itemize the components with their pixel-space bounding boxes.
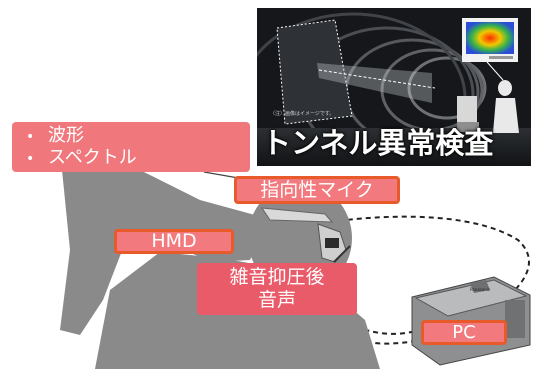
laptop-brand: Panasonic [470, 287, 490, 292]
callout-item-waveform: • 波形 [26, 125, 84, 148]
bullet-icon: • [26, 129, 35, 145]
noise-suppressed-audio-callout: 雑音抑圧後 音声 [197, 263, 357, 315]
pc-callout: PC [421, 320, 507, 345]
tunnel-photo [257, 8, 531, 166]
hmd-callout: HMD [114, 229, 234, 254]
spectrum-label: スペクトル [48, 147, 137, 168]
callout-item-spectrum: • スペクトル [26, 147, 137, 170]
hmd-label: HMD [151, 230, 197, 252]
directional-mic-label: 指向性マイク [260, 179, 374, 201]
waveform-label: 波形 [48, 125, 84, 146]
tunnel-caption: （注）画像はイメージです。 [270, 111, 335, 117]
tunnel-title: トンネル異常検査 [262, 126, 494, 160]
tunnel-scene [257, 8, 531, 166]
bullet-icon: • [26, 151, 35, 167]
waveform-spectrum-callout: • 波形 • スペクトル [12, 122, 250, 172]
noise-label-line1: 雑音抑圧後 [229, 266, 325, 288]
directional-mic-callout: 指向性マイク [234, 176, 400, 204]
noise-label-line2: 音声 [257, 289, 296, 311]
pc-label: PC [452, 322, 476, 343]
